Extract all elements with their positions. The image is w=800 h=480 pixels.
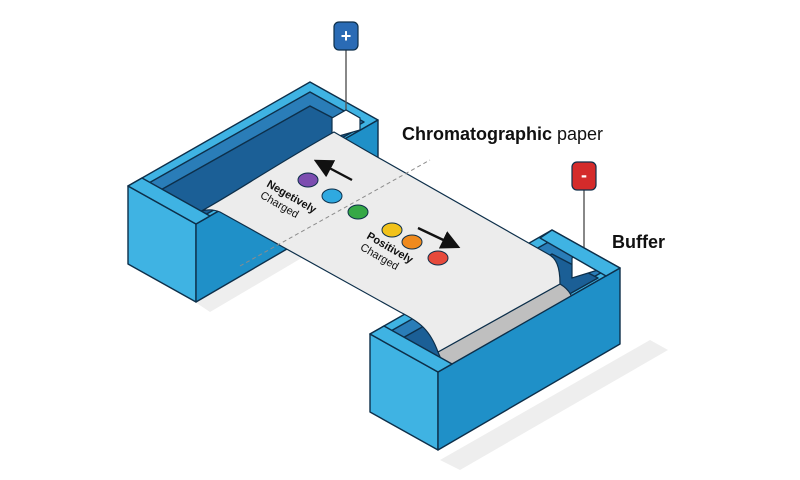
cathode-badge-box: [571, 161, 597, 191]
anode-symbol: +: [341, 26, 352, 46]
blue-spot: [321, 188, 343, 204]
buffer-label: Buffer: [612, 232, 665, 252]
right-tank-walls: [369, 229, 621, 451]
right-tank-side: [437, 267, 621, 451]
tank-right-shadow: [440, 340, 668, 470]
anode-badge: +: [333, 21, 359, 51]
paper-label: Chromatographic paper: [402, 124, 603, 144]
right-tank-front-rim: [369, 325, 453, 373]
positive-migration-arrow: [417, 226, 461, 249]
right-tank-back-rim: [539, 229, 621, 277]
anode-badge-box: [333, 21, 359, 51]
cathode-badge: -: [571, 161, 597, 191]
purple-spot: [297, 172, 319, 188]
paper-label-bold: Chromatographic: [402, 124, 552, 144]
left-tank-front-rim: [127, 177, 211, 225]
cathode-symbol: -: [581, 165, 587, 185]
sample-spots: [297, 172, 449, 266]
yellow-spot: [381, 222, 403, 238]
negative-migration-arrow: [313, 159, 353, 182]
paper-center-line: [239, 159, 431, 267]
paper-sheet: [195, 131, 561, 353]
red-spot: [427, 250, 449, 266]
paper-label-rest: paper: [552, 124, 603, 144]
green-spot: [347, 204, 369, 220]
orange-spot: [401, 234, 423, 250]
